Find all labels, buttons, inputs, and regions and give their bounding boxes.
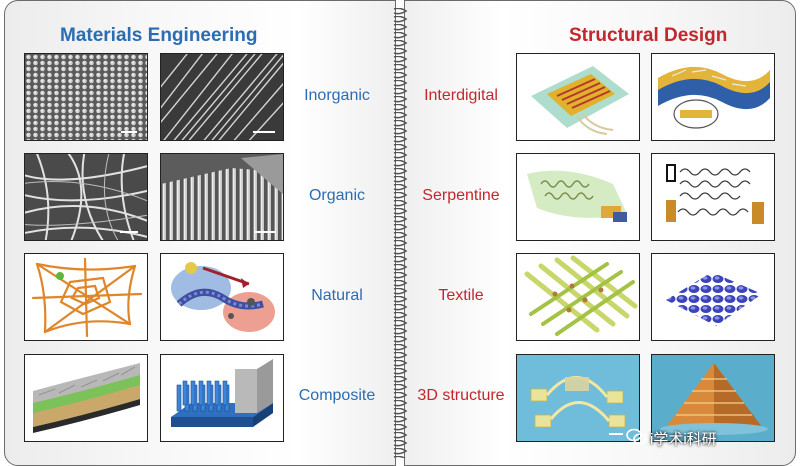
- interdigital-label: Interdigital: [424, 87, 498, 104]
- inorganic-label: Inorganic: [304, 87, 370, 104]
- 3d-structure-pyramid-image: [651, 354, 775, 442]
- structural-design-title: Structural Design: [569, 25, 728, 46]
- textile-label: Textile: [438, 287, 484, 304]
- textile-knit-structure-image: [651, 253, 775, 341]
- spiral-binding: [392, 8, 408, 458]
- wechat-icon: [626, 428, 647, 445]
- organic-sem-nanofiber-mesh-image: [24, 153, 148, 241]
- organic-label: Organic: [308, 187, 366, 204]
- composite-label: Composite: [298, 387, 376, 404]
- interdigital-electrode-image: [516, 53, 640, 141]
- textile-fiber-weave-image: [516, 253, 640, 341]
- serpentine-stretchable-circuit-image: [516, 153, 640, 241]
- composite-layered-sheet-image: [24, 354, 148, 442]
- organic-sem-micropillar-array-image: [160, 153, 284, 241]
- composite-pillar-device-image: [160, 354, 284, 442]
- materials-engineering-title: Materials Engineering: [60, 25, 258, 46]
- inorganic-sem-nanorod-bundle-image: [160, 53, 284, 141]
- natural-protein-biomolecule-image: [160, 253, 284, 341]
- interdigital-wavy-layered-electrode-image: [651, 53, 775, 141]
- 3d-structure-label: 3D structure: [417, 387, 505, 404]
- natural-spider-web-image: [24, 253, 148, 341]
- inorganic-sem-nanowire-array-image: [24, 53, 148, 141]
- 3d-structure-bridge-device-image: [516, 354, 640, 442]
- natural-label: Natural: [311, 287, 363, 304]
- watermark-text: i学术i科研: [650, 431, 717, 448]
- serpentine-mesh-photograph-image: [651, 153, 775, 241]
- serpentine-label: Serpentine: [422, 187, 500, 204]
